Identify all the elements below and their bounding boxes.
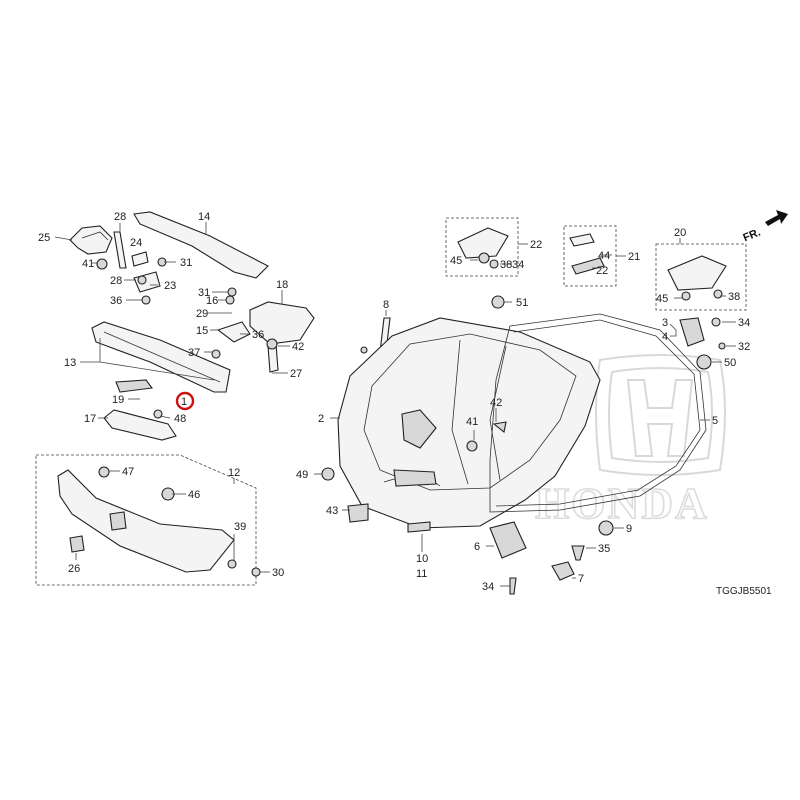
label-42: 42 xyxy=(292,341,304,353)
label-49: 49 xyxy=(296,469,308,481)
label-16: 16 xyxy=(206,295,218,307)
label-29: 28 xyxy=(110,275,122,287)
label-24: 24 xyxy=(130,237,142,249)
part-17-handle xyxy=(103,409,177,441)
label-47: 47 xyxy=(122,466,134,478)
part-15-bracket xyxy=(216,321,251,343)
label-50: 50 xyxy=(724,357,736,369)
label-34: 34 xyxy=(512,259,524,271)
label-15: 15 xyxy=(196,325,208,337)
label-29b: 29 xyxy=(196,308,208,320)
label-51: 51 xyxy=(516,297,528,309)
part-28-bolt xyxy=(113,231,127,269)
right-side-small-parts xyxy=(321,252,726,595)
label-19: 19 xyxy=(112,394,124,406)
label-36: 36 xyxy=(110,295,122,307)
part-number-labels: 25 28 14 24 41 31 28 23 36 31 16 18 29 1… xyxy=(38,211,772,597)
part-20-group-box xyxy=(655,243,747,311)
part-18-cover xyxy=(249,301,315,345)
label-25: 25 xyxy=(38,232,50,244)
label-21: 21 xyxy=(628,251,640,263)
svg-text:FR.: FR. xyxy=(741,227,762,245)
small-fasteners-left xyxy=(96,257,237,419)
part-5-weatherstrip xyxy=(489,313,707,513)
label-40: 41 xyxy=(466,416,478,428)
label-48: 48 xyxy=(174,413,186,425)
part-13-garnish xyxy=(91,321,231,393)
label-37: 37 xyxy=(188,347,200,359)
label-46: 46 xyxy=(188,489,200,501)
label-6: 6 xyxy=(474,541,480,553)
label-14: 14 xyxy=(198,211,210,223)
honda-watermark-logo xyxy=(595,354,726,476)
label-38b: 38 xyxy=(728,291,740,303)
label-38: 38 xyxy=(500,259,512,271)
label-4: 4 xyxy=(662,331,668,343)
label-26: 22 xyxy=(530,239,542,251)
part-21-group-box xyxy=(563,225,617,287)
label-31: 31 xyxy=(180,257,192,269)
front-direction-arrow: FR. xyxy=(741,210,788,244)
label-34b: 34 xyxy=(738,317,750,329)
part-19-light-lens xyxy=(115,379,154,393)
label-31b: 31 xyxy=(198,287,210,299)
label-3: 3 xyxy=(662,317,668,329)
label-22: 22 xyxy=(596,265,608,277)
label-35: 35 xyxy=(598,543,610,555)
label-12: 12 xyxy=(228,467,240,479)
label-30: 30 xyxy=(272,567,284,579)
label-36b: 36 xyxy=(252,329,264,341)
part-24-clip xyxy=(131,251,149,267)
label-20: 20 xyxy=(674,227,686,239)
label-39: 39 xyxy=(234,521,246,533)
leader-lines xyxy=(54,222,736,587)
label-33: 34 xyxy=(482,581,494,593)
label-9: 9 xyxy=(626,523,632,535)
label-45b: 45 xyxy=(656,293,668,305)
label-23: 23 xyxy=(164,280,176,292)
label-41: 41 xyxy=(82,258,94,270)
label-32: 32 xyxy=(738,341,750,353)
part-1-highlight xyxy=(175,391,195,411)
label-5: 5 xyxy=(712,415,718,427)
label-8: 8 xyxy=(383,299,389,311)
label-1: 1 xyxy=(181,396,187,408)
part-26-group-box xyxy=(445,217,519,277)
part-27-emblem xyxy=(69,535,85,553)
label-7: 7 xyxy=(578,573,584,585)
part-25-spoiler-end xyxy=(69,225,113,255)
part-2-tailgate xyxy=(337,317,601,529)
part-12-lower-garnish xyxy=(57,469,235,573)
label-2: 2 xyxy=(318,413,324,425)
part-23-clip xyxy=(133,271,161,293)
label-11: 11 xyxy=(416,568,427,580)
label-44: 44 xyxy=(598,250,610,262)
label-13: 13 xyxy=(64,357,76,369)
label-17: 17 xyxy=(84,413,96,425)
label-28b: 27 xyxy=(290,368,302,380)
label-27: 26 xyxy=(68,563,80,575)
part-47-46-clips xyxy=(98,466,261,577)
part-42-damper-stud xyxy=(266,338,279,373)
label-43: 43 xyxy=(326,505,338,517)
part-14-spoiler xyxy=(133,211,269,279)
label-28: 28 xyxy=(114,211,126,223)
part-12-group-box xyxy=(35,454,257,586)
label-45: 45 xyxy=(450,255,462,267)
label-18: 18 xyxy=(276,279,288,291)
diagram-code: TGGJB5501 xyxy=(716,586,772,597)
label-10: 10 xyxy=(416,553,428,565)
label-41b: 42 xyxy=(490,397,502,409)
